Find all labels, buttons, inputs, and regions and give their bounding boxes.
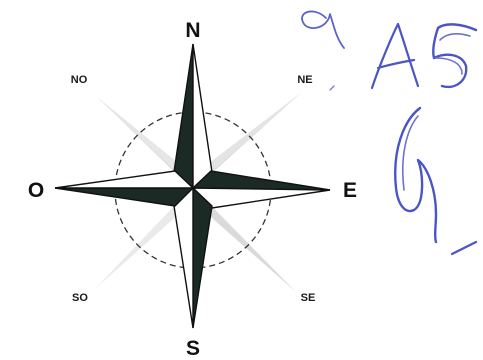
- north-point-light: [193, 44, 212, 188]
- label-northwest: NO: [71, 74, 88, 86]
- ink-scribble-top: [302, 11, 344, 48]
- label-southwest: SO: [72, 292, 88, 304]
- east-point-dark: [193, 171, 330, 190]
- label-north: N: [185, 19, 200, 42]
- ink-tick: [330, 86, 334, 90]
- label-southeast: SE: [301, 292, 316, 304]
- label-west: O: [28, 179, 44, 202]
- south-point-light: [174, 188, 193, 328]
- north-point-dark: [174, 44, 193, 188]
- ink-large-loop: [395, 108, 436, 242]
- label-south: S: [186, 337, 200, 360]
- label-east: E: [343, 179, 357, 202]
- ink-underline: [452, 242, 476, 254]
- east-point-light: [193, 188, 330, 208]
- west-point-dark: [55, 188, 193, 206]
- handwritten-annotation: A5: [302, 11, 476, 254]
- ink-numeral-5-overstroke: [436, 34, 470, 74]
- west-point-light: [55, 171, 193, 188]
- ink-letter-a: [372, 24, 418, 88]
- south-point-dark: [193, 188, 212, 328]
- label-northeast: NE: [297, 74, 312, 86]
